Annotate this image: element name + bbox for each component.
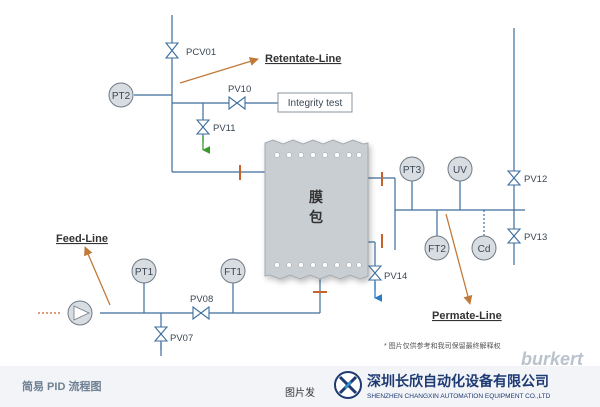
valve-pv10[interactable]: PV10 [228,84,251,111]
feed-pump[interactable] [67,300,93,326]
instrument-label-pt2: PT2 [112,91,131,102]
instrument-label-uv: UV [453,165,467,176]
valve-pv14[interactable]: PV14 [367,265,407,302]
partial-caption: 图片发 [285,386,315,399]
diagram-title: 简易 PID 流程图 [22,379,101,393]
integrity-test-label: Integrity test [288,98,343,109]
instrument-label-cd: Cd [478,244,491,255]
valve-label-pv08: PV08 [190,294,213,305]
valve-pv12[interactable]: PV12 [506,170,547,186]
instrument-pt3[interactable]: PT3 [399,156,425,182]
flanges [239,165,383,293]
instrument-cd[interactable]: Cd [471,235,497,261]
valve-label-pv12: PV12 [524,174,547,185]
module-label-line2: 包 [309,209,323,225]
valve-pcv01[interactable]: PCV01 [164,42,216,59]
instrument-pt2[interactable]: PT2 [108,82,134,108]
valve-label-pv14: PV14 [384,271,407,282]
valve-pv08[interactable]: PV08 [190,294,213,321]
instrument-ft1[interactable]: FT1 [220,258,246,284]
valve-pv07[interactable]: PV07 [153,326,193,356]
module-label-line1: 膜 [309,189,323,205]
company-name-cn: 深圳长欣自动化设备有限公司 [367,373,549,389]
permate-line-label: Permate-Line [432,310,502,322]
instrument-label-ft2: FT2 [428,244,446,255]
valve-pv11[interactable]: PV11 [195,119,236,154]
burkert-logo: burkert [521,349,584,369]
valve-label-pcv01: PCV01 [186,47,216,58]
instrument-uv[interactable]: UV [447,156,473,182]
bottom-title-bar: 简易 PID 流程图 图片发 [0,366,600,407]
instrument-label-pt3: PT3 [403,165,422,176]
feed-line-label: Feed-Line [56,233,108,245]
valve-label-pv07: PV07 [170,333,193,344]
instrument-pt1[interactable]: PT1 [131,258,157,284]
instrument-ft2[interactable]: FT2 [424,235,450,261]
disclaimer-note: * 图片仅供参考和我司保留最终解释权 [384,341,501,350]
retentate-line-label: Retentate-Line [265,53,341,65]
valve-label-pv11: PV11 [213,123,236,134]
valve-label-pv13: PV13 [524,232,547,243]
company-logo [334,371,362,399]
membrane-module[interactable]: 膜 包 [264,139,369,280]
callout-arrows [84,57,473,306]
valve-label-pv10: PV10 [228,84,251,95]
integrity-test-box[interactable]: Integrity test [277,92,353,113]
instrument-label-pt1: PT1 [135,267,154,278]
piping [38,15,525,350]
valve-pv13[interactable]: PV13 [506,228,547,244]
company-name-en: SHENZHEN CHANGXIN AUTOMATION EQUIPMENT C… [367,393,551,400]
instrument-label-ft1: FT1 [224,267,242,278]
